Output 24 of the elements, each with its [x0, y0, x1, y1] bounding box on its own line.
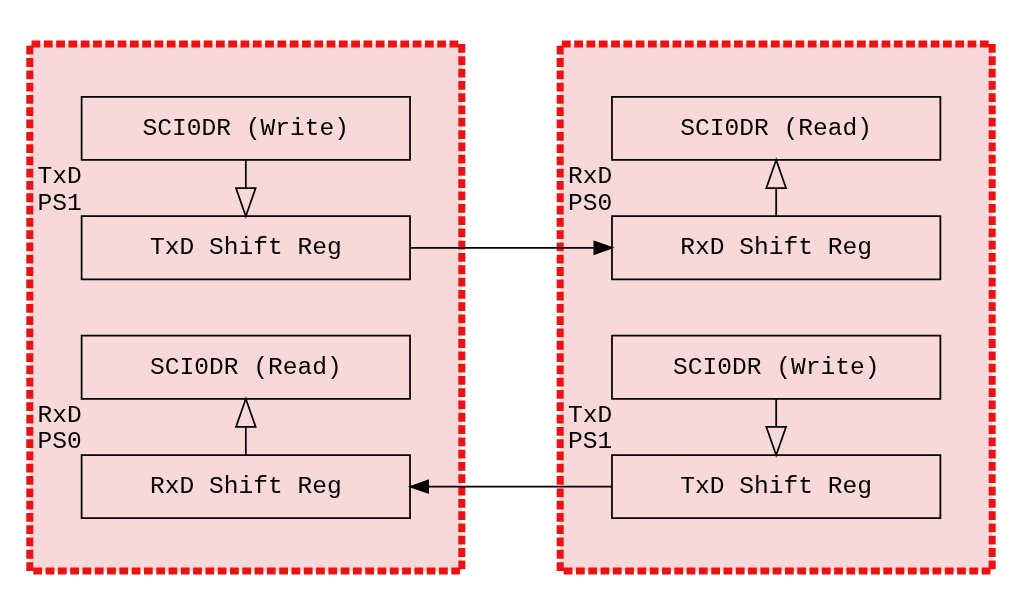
node-label: PS0 — [37, 428, 82, 456]
node-label: TxD — [37, 163, 82, 191]
arrow — [234, 159, 257, 219]
arrow — [407, 479, 613, 495]
arrow — [234, 396, 257, 456]
node-box: TxD Shift Reg — [611, 454, 942, 520]
node-box: RxD Shift Reg — [80, 454, 411, 520]
arrow — [409, 240, 615, 256]
node-box: SCI0DR (Read) — [611, 95, 942, 161]
node-label: PS1 — [567, 428, 613, 456]
cluster — [556, 40, 996, 575]
node-label: PS0 — [567, 189, 613, 217]
arrow — [765, 397, 788, 458]
node-box: RxD Shift Reg — [611, 215, 942, 281]
node-label: RxD — [567, 163, 613, 191]
cluster — [26, 40, 466, 575]
node-box: TxD Shift Reg — [80, 215, 411, 281]
node-label: RxD — [37, 402, 82, 429]
node-box: SCI0DR (Write) — [611, 334, 942, 400]
node-box: SCI0DR (Write) — [80, 95, 411, 161]
node-box: SCI0DR (Read) — [80, 334, 411, 400]
node-label: PS1 — [37, 189, 82, 217]
arrow — [765, 157, 788, 218]
node-label: TxD — [567, 402, 613, 429]
